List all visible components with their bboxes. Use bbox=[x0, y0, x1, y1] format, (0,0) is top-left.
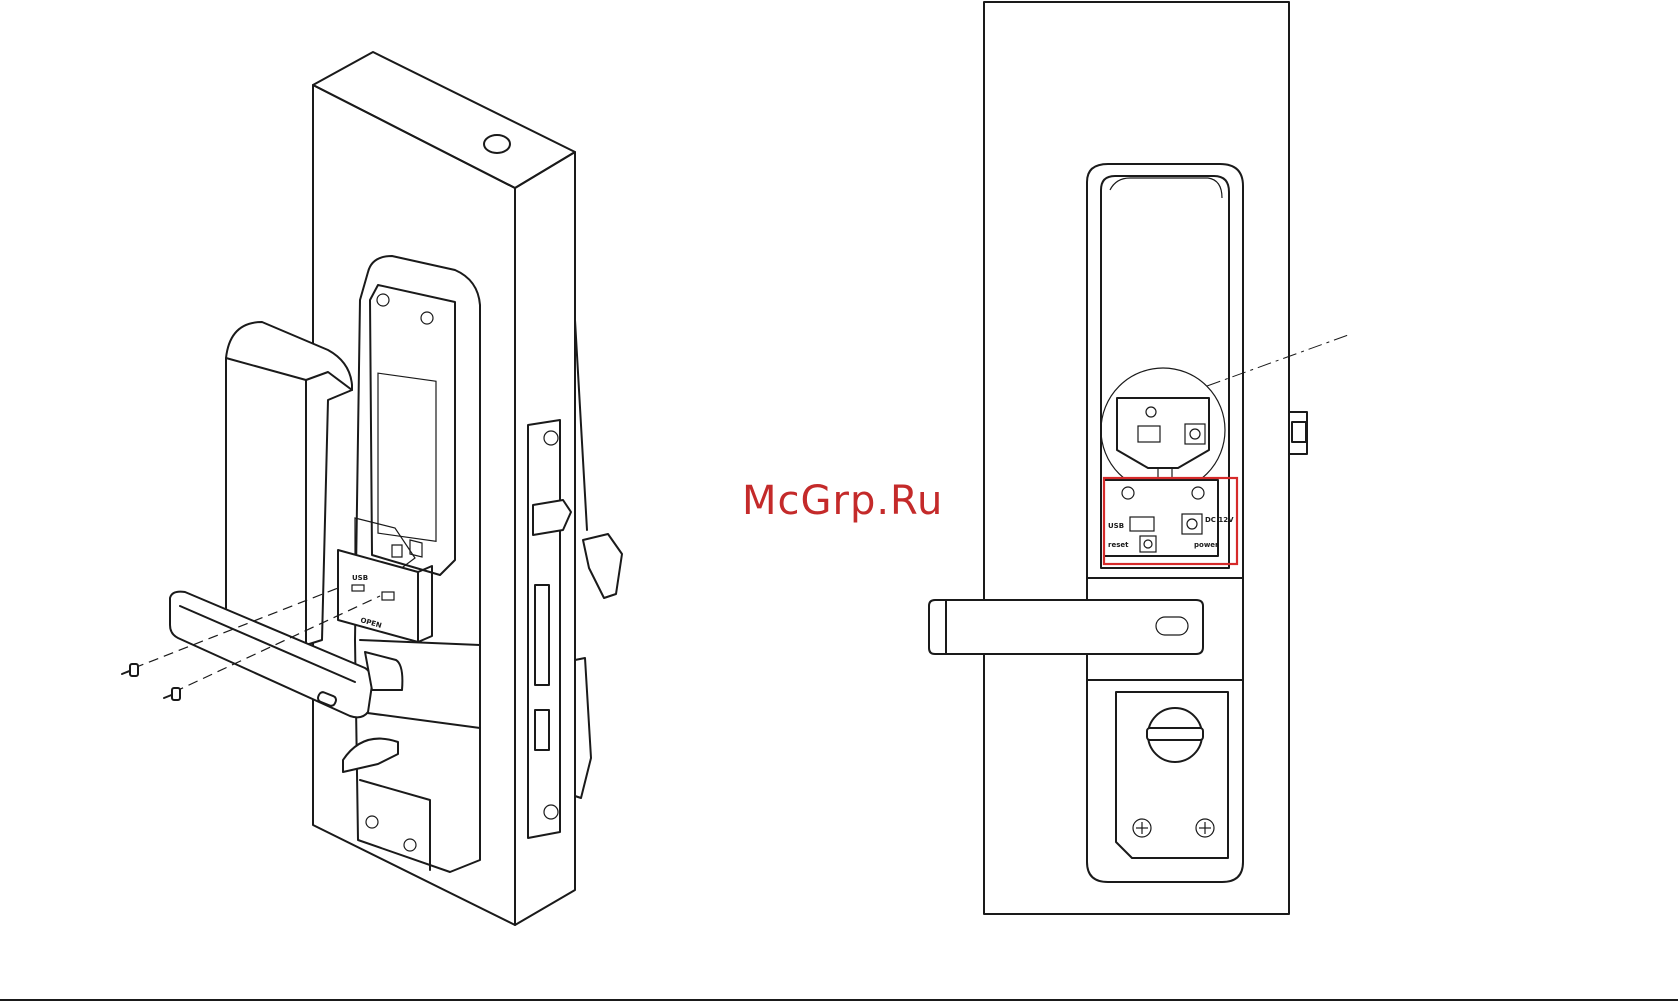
front-lever bbox=[929, 600, 1203, 654]
usb-port-label: USB bbox=[352, 574, 368, 582]
latch-bolt bbox=[533, 500, 571, 535]
door-hole bbox=[484, 135, 510, 153]
left-isometric-view: USB OPEN bbox=[122, 52, 622, 925]
power-label: power bbox=[1194, 541, 1219, 549]
right-front-view: USB DC 12V reset power bbox=[929, 2, 1351, 914]
thumb-turn-plate bbox=[1116, 692, 1228, 858]
usb-label: USB bbox=[1108, 522, 1124, 530]
screw-icon bbox=[164, 688, 180, 700]
watermark-text: McGrp.Ru bbox=[742, 478, 943, 524]
dc-label: DC 12V bbox=[1205, 516, 1234, 524]
battery-cover bbox=[226, 322, 352, 645]
screw-icon bbox=[122, 664, 138, 676]
latch-stub bbox=[1289, 412, 1307, 454]
reset-label: reset bbox=[1108, 541, 1129, 549]
port-panel: USB DC 12V reset power bbox=[1104, 478, 1237, 564]
thumb-turn-icon bbox=[583, 534, 622, 598]
